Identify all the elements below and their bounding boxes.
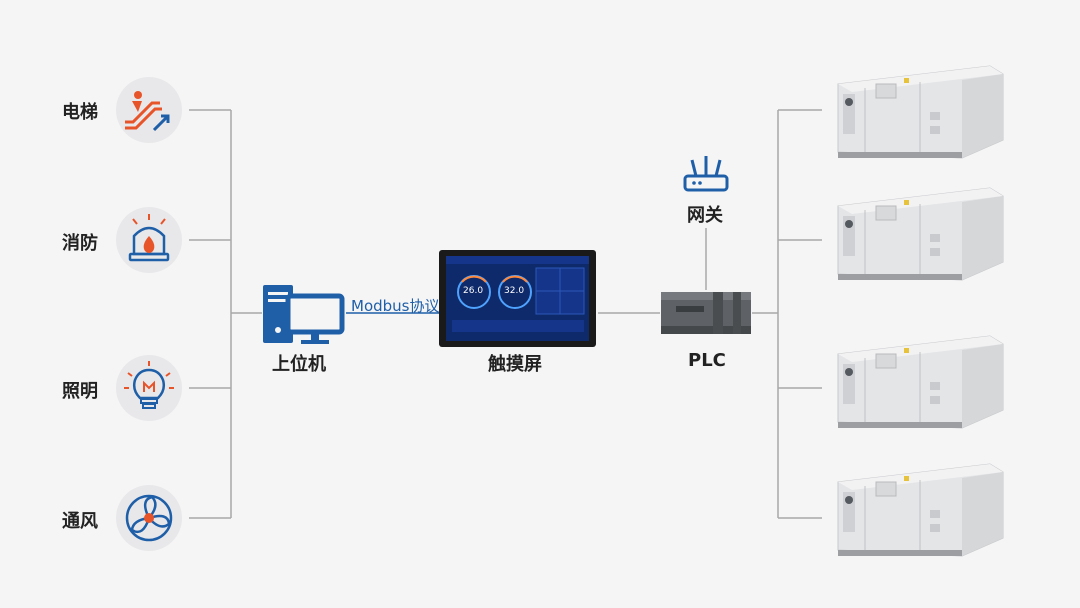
touch-screen-label: 触摸屏 — [488, 354, 542, 375]
touch-screen-device — [439, 250, 596, 347]
protocol-label: Modbus协议 — [351, 297, 440, 315]
subsystem-label-fire: 消防 — [62, 233, 98, 254]
plc-label: PLC — [688, 350, 726, 371]
gateway-label: 网关 — [687, 205, 723, 226]
screen-gauge-right-value: 32.0 — [504, 286, 525, 296]
router-icon — [683, 156, 729, 192]
connection-lines — [189, 109, 822, 519]
light-bulb-icon — [116, 355, 182, 421]
subsystem-label-lighting: 照明 — [62, 381, 98, 402]
air-handling-unit-group — [837, 65, 1004, 557]
fire-alarm-icon — [116, 207, 182, 273]
screen-gauge-left-value: 26.0 — [463, 286, 484, 296]
plc-device — [661, 292, 751, 334]
host-computer-label: 上位机 — [272, 354, 326, 375]
subsystem-label-elevator: 电梯 — [62, 102, 98, 123]
air-handling-unit-icon — [837, 335, 1004, 429]
fan-icon — [116, 485, 182, 551]
escalator-icon — [116, 77, 182, 143]
air-handling-unit-icon — [837, 65, 1004, 159]
air-handling-unit-icon — [837, 463, 1004, 557]
computer-icon — [263, 285, 345, 344]
air-handling-unit-icon — [837, 187, 1004, 281]
subsystem-label-ventilation: 通风 — [62, 511, 98, 532]
